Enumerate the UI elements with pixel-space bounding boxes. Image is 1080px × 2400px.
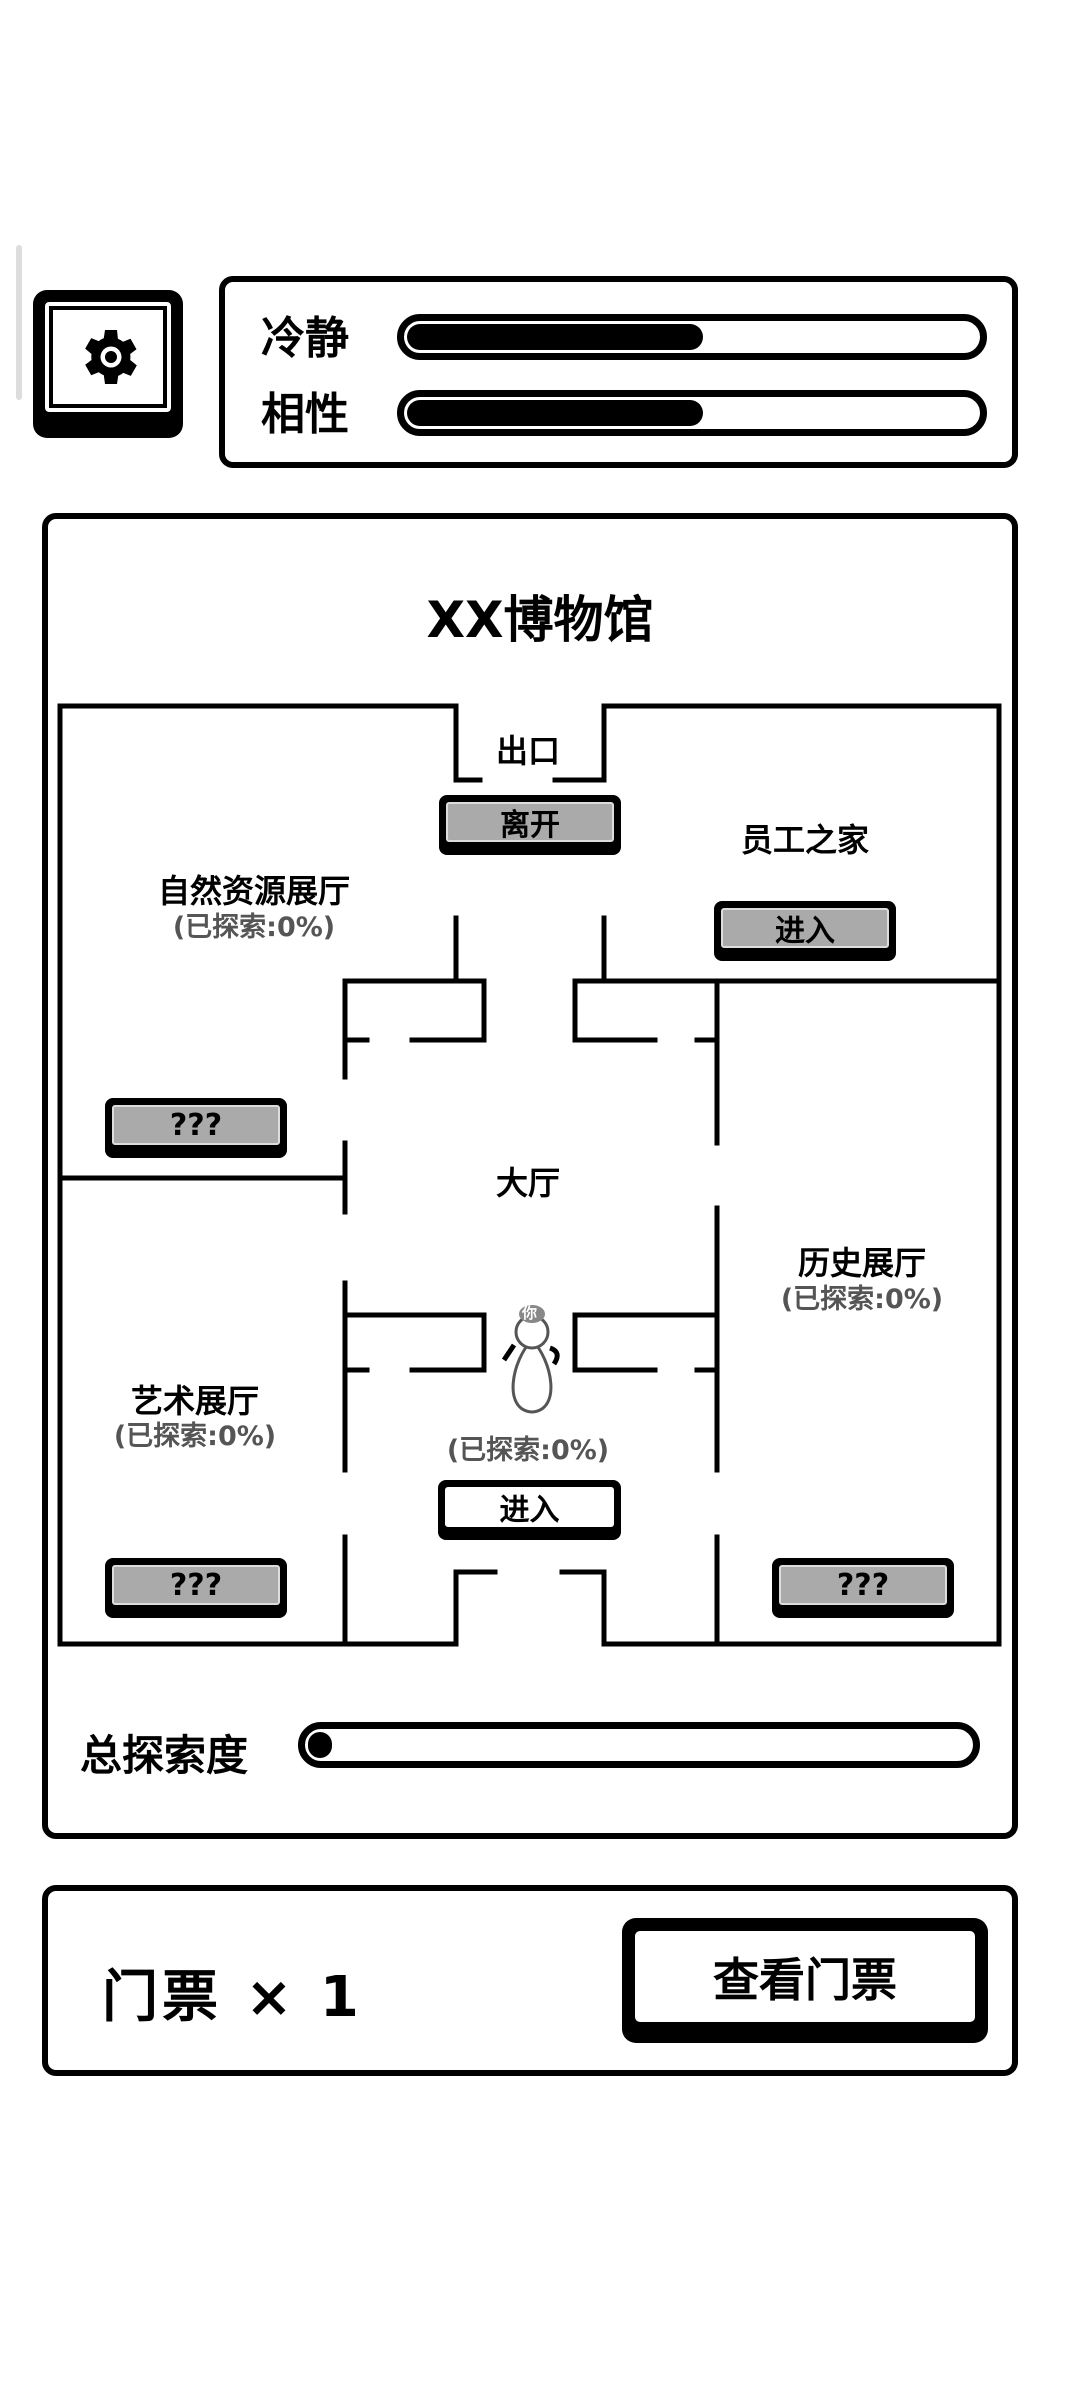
ticket-count: 门票 × 1 [102, 1965, 363, 2030]
history-hall-explored: (已探索:0%) [780, 1284, 944, 1315]
staff-enter-button[interactable]: 进入 [714, 901, 896, 961]
affinity-bar-fill [407, 400, 704, 426]
art-hall-button[interactable]: ??? [105, 1558, 287, 1618]
map-walls [57, 703, 1002, 1647]
history-hall-label: 历史展厅 [797, 1244, 927, 1282]
stats-panel: 冷静 相性 [219, 276, 1018, 468]
nature-hall-button-label: ??? [109, 1102, 283, 1148]
calm-bar [397, 314, 987, 360]
calm-bar-fill [407, 324, 704, 350]
total-explore-label: 总探索度 [80, 1731, 249, 1780]
total-explore-bar [298, 1722, 980, 1768]
view-ticket-button[interactable]: 查看门票 [622, 1918, 988, 2043]
player-character: 你 [492, 1300, 572, 1420]
leave-button-label: 离开 [443, 799, 617, 845]
lobby-label: 大厅 [495, 1164, 561, 1202]
staff-room-label: 员工之家 [740, 821, 870, 859]
art-hall-label: 艺术展厅 [130, 1382, 260, 1420]
scrollbar[interactable] [16, 245, 22, 400]
art-hall-explored: (已探索:0%) [113, 1421, 277, 1452]
player-tag: 你 [522, 1304, 538, 1322]
affinity-bar [397, 390, 987, 436]
total-explore-fill [308, 1732, 332, 1758]
settings-button[interactable] [33, 290, 183, 438]
history-hall-button-label: ??? [776, 1562, 950, 1608]
nature-hall-explored: (已探索:0%) [172, 912, 336, 943]
entrance-explored: (已探索:0%) [446, 1435, 610, 1466]
stat-label-calm: 冷静 [261, 313, 349, 364]
exit-label: 出口 [495, 732, 561, 770]
museum-title: XX博物馆 [426, 591, 654, 649]
view-ticket-label: 查看门票 [630, 1926, 980, 2027]
gear-icon [85, 330, 137, 384]
art-hall-button-label: ??? [109, 1562, 283, 1608]
player-icon [501, 1305, 560, 1414]
nature-hall-label: 自然资源展厅 [157, 872, 351, 910]
history-hall-button[interactable]: ??? [772, 1558, 954, 1618]
entrance-enter-button[interactable]: 进入 [438, 1480, 621, 1540]
leave-button[interactable]: 离开 [439, 795, 621, 855]
stat-label-affinity: 相性 [261, 389, 349, 440]
staff-enter-label: 进入 [718, 905, 892, 951]
entrance-enter-label: 进入 [442, 1484, 617, 1530]
nature-hall-button[interactable]: ??? [105, 1098, 287, 1158]
